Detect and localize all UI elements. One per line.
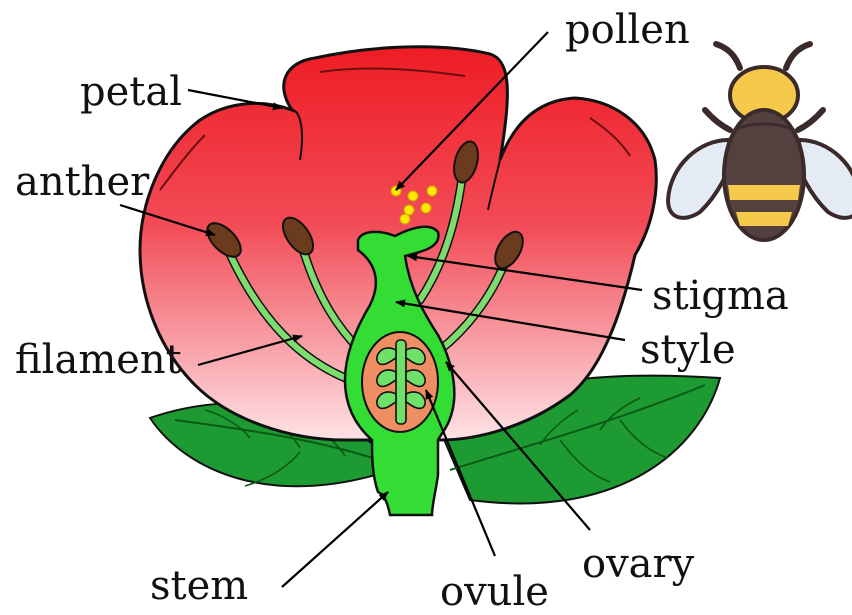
label-stigma: stigma xyxy=(652,276,789,316)
label-style: style xyxy=(640,330,736,370)
label-ovule: ovule xyxy=(440,572,549,612)
pointer-stem xyxy=(282,492,388,587)
label-filament: filament xyxy=(15,340,182,380)
label-petal: petal xyxy=(80,72,182,112)
label-stem: stem xyxy=(150,566,248,606)
bee-icon xyxy=(668,44,852,240)
label-pollen: pollen xyxy=(565,10,690,50)
label-anther: anther xyxy=(15,162,149,202)
label-ovary: ovary xyxy=(582,544,694,584)
